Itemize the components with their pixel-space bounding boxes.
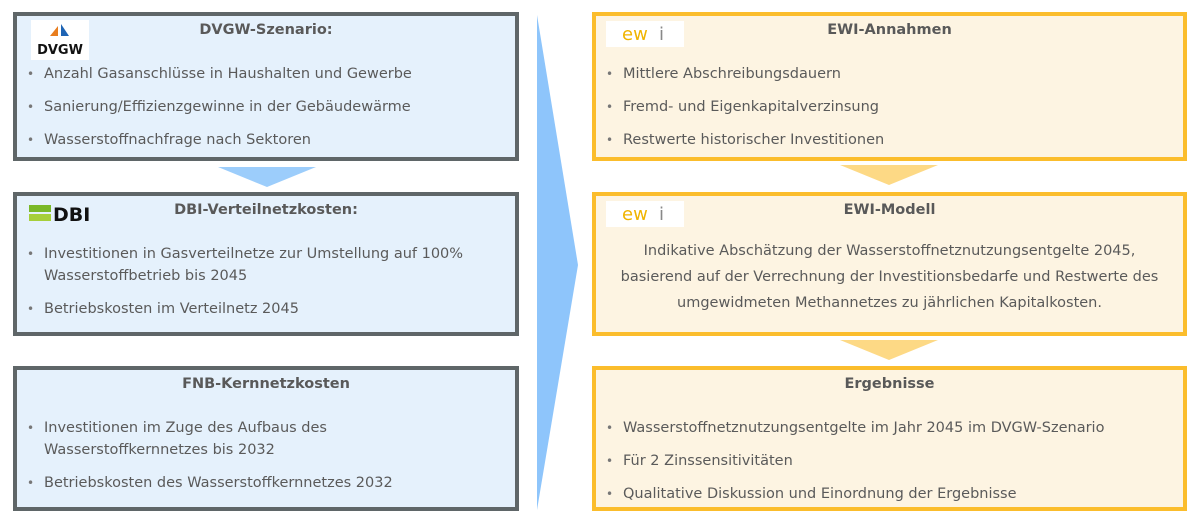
list-item: Sanierung/Effizienzgewinne in der Gebäud… [27,96,507,118]
down-arrow-modell-to-ergebnisse [840,340,938,360]
list-item: Restwerte historischer Investitionen [606,129,1175,151]
results-box: Ergebnisse Wasserstoffnetznutzungsentgel… [592,366,1187,511]
ewi-logo-icon: ew i [622,204,664,225]
dvgw-logo: DVGW [31,20,89,60]
dbi-list: Investitionen in Gasverteilnetze zur Ums… [27,243,507,331]
list-item: Betriebskosten im Verteilnetz 2045 [27,298,507,320]
ewi-assumptions-box: ew i EWI-Annahmen Mittlere Abschreibungs… [592,12,1187,161]
dvgw-list: Anzahl Gasanschlüsse in Haushalten und G… [27,63,507,162]
list-item: Investitionen in Gasverteilnetze zur Ums… [27,243,507,287]
big-flow-arrow [537,15,578,510]
list-item: Anzahl Gasanschlüsse in Haushalten und G… [27,63,507,85]
results-list: Wasserstoffnetznutzungsentgelte im Jahr … [606,417,1175,516]
ewi-assumptions-list: Mittlere Abschreibungsdauern Fremd- und … [606,63,1175,162]
fnb-title: FNB-Kernnetzkosten [182,376,350,392]
svg-text:ew: ew [622,204,648,225]
list-item: Investitionen im Zuge des Aufbaus des Wa… [27,417,507,461]
ewi-assumptions-title: EWI-Annahmen [827,22,952,38]
dvgw-title: DVGW-Szenario: [199,22,333,38]
list-item: Fremd- und Eigenkapitalverzinsung [606,96,1175,118]
ewi-model-box: ew i EWI-Modell Indikative Abschätzung d… [592,192,1187,336]
ewi-model-title: EWI-Modell [843,202,936,218]
svg-text:i: i [659,24,664,45]
svg-text:DBI: DBI [53,204,90,224]
dvgw-scenario-box: DVGW DVGW-Szenario: Anzahl Gasanschlüsse… [13,12,519,161]
dbi-logo: DBI [29,202,99,228]
fnb-costs-box: FNB-Kernnetzkosten Investitionen im Zuge… [13,366,519,511]
list-item: Betriebskosten des Wasserstoffkernnetzes… [27,472,507,494]
list-item: Für 2 Zinssensitivitäten [606,450,1175,472]
list-item: Qualitative Diskussion und Einordnung de… [606,483,1175,505]
dbi-costs-box: DBI DBI-Verteilnetzkosten: Investitionen… [13,192,519,336]
list-item: Wasserstoffnetznutzungsentgelte im Jahr … [606,417,1175,439]
ewi-logo: ew i [606,21,684,47]
ewi-logo-icon: ew i [622,24,664,45]
list-item: Mittlere Abschreibungsdauern [606,63,1175,85]
svg-text:i: i [659,204,664,225]
down-arrow-annahmen-to-modell [840,165,938,185]
fnb-list: Investitionen im Zuge des Aufbaus des Wa… [27,417,507,505]
dbi-logo-icon: DBI [29,204,90,226]
svg-text:ew: ew [622,24,648,45]
svg-text:DVGW: DVGW [37,43,83,58]
ewi-logo: ew i [606,201,684,227]
ewi-model-description: Indikative Abschätzung der Wasserstoffne… [620,243,1159,311]
dbi-title: DBI-Verteilnetzkosten: [174,202,358,218]
down-arrow-dvgw-to-dbi [218,167,316,187]
dvgw-logo-icon: DVGW [37,24,83,58]
list-item: Wasserstoffnachfrage nach Sektoren [27,129,507,151]
results-title: Ergebnisse [844,376,935,392]
